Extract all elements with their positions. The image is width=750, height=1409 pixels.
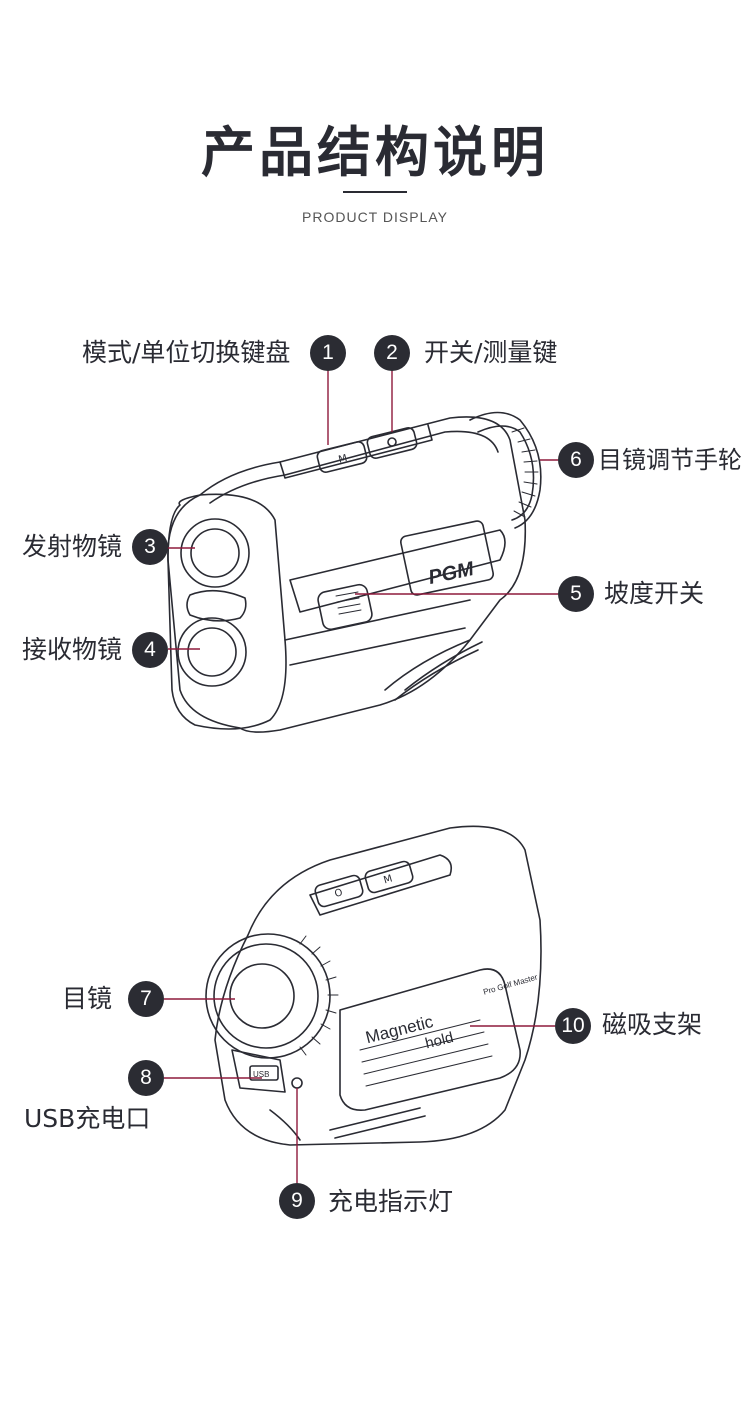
callout-label-receive-lens: 接收物镜 (22, 635, 123, 664)
callout-badge-6: 6 (558, 442, 594, 478)
callout-label-slope-switch: 坡度开关 (604, 579, 705, 608)
callout-label-eyepiece: 目镜 (62, 984, 113, 1013)
front-device-illustration: M PGM (167, 411, 542, 733)
back-device-illustration: O M Magnetic hold Pro Golf Master (205, 825, 542, 1146)
callout-label-usb-port: USB充电口 (24, 1104, 151, 1133)
usb-port-text: USB (253, 1070, 269, 1079)
callout-badge-8: 8 (128, 1060, 164, 1096)
svg-text:O: O (333, 887, 344, 900)
callout-label-mode-unit-keypad: 模式/单位切换键盘 (82, 338, 291, 367)
callout-label-charge-indicator: 充电指示灯 (328, 1187, 454, 1216)
callout-badge-10: 10 (555, 1008, 591, 1044)
callout-badge-3: 3 (132, 529, 168, 565)
svg-text:M: M (382, 873, 393, 886)
svg-text:M: M (337, 453, 348, 466)
callout-label-power-measure-key: 开关/测量键 (424, 338, 558, 367)
callout-badge-7: 7 (128, 981, 164, 1017)
callout-label-magnetic-mount: 磁吸支架 (602, 1010, 703, 1039)
callout-badge-9: 9 (279, 1183, 315, 1219)
page-subtitle: PRODUCT DISPLAY (302, 209, 448, 225)
callout-badge-4: 4 (132, 632, 168, 668)
title-divider (343, 191, 407, 193)
callout-badge-1: 1 (310, 335, 346, 371)
callout-badge-2: 2 (374, 335, 410, 371)
side-text: Pro Golf Master (482, 973, 539, 997)
callout-label-eyepiece-wheel: 目镜调节手轮 (598, 446, 742, 474)
callout-label-transmit-lens: 发射物镜 (22, 532, 123, 561)
page-title: 产品结构说明 (201, 121, 549, 184)
callout-badge-5: 5 (558, 576, 594, 612)
leader-lines (164, 370, 558, 1183)
plate-text-line2: hold (424, 1029, 456, 1052)
